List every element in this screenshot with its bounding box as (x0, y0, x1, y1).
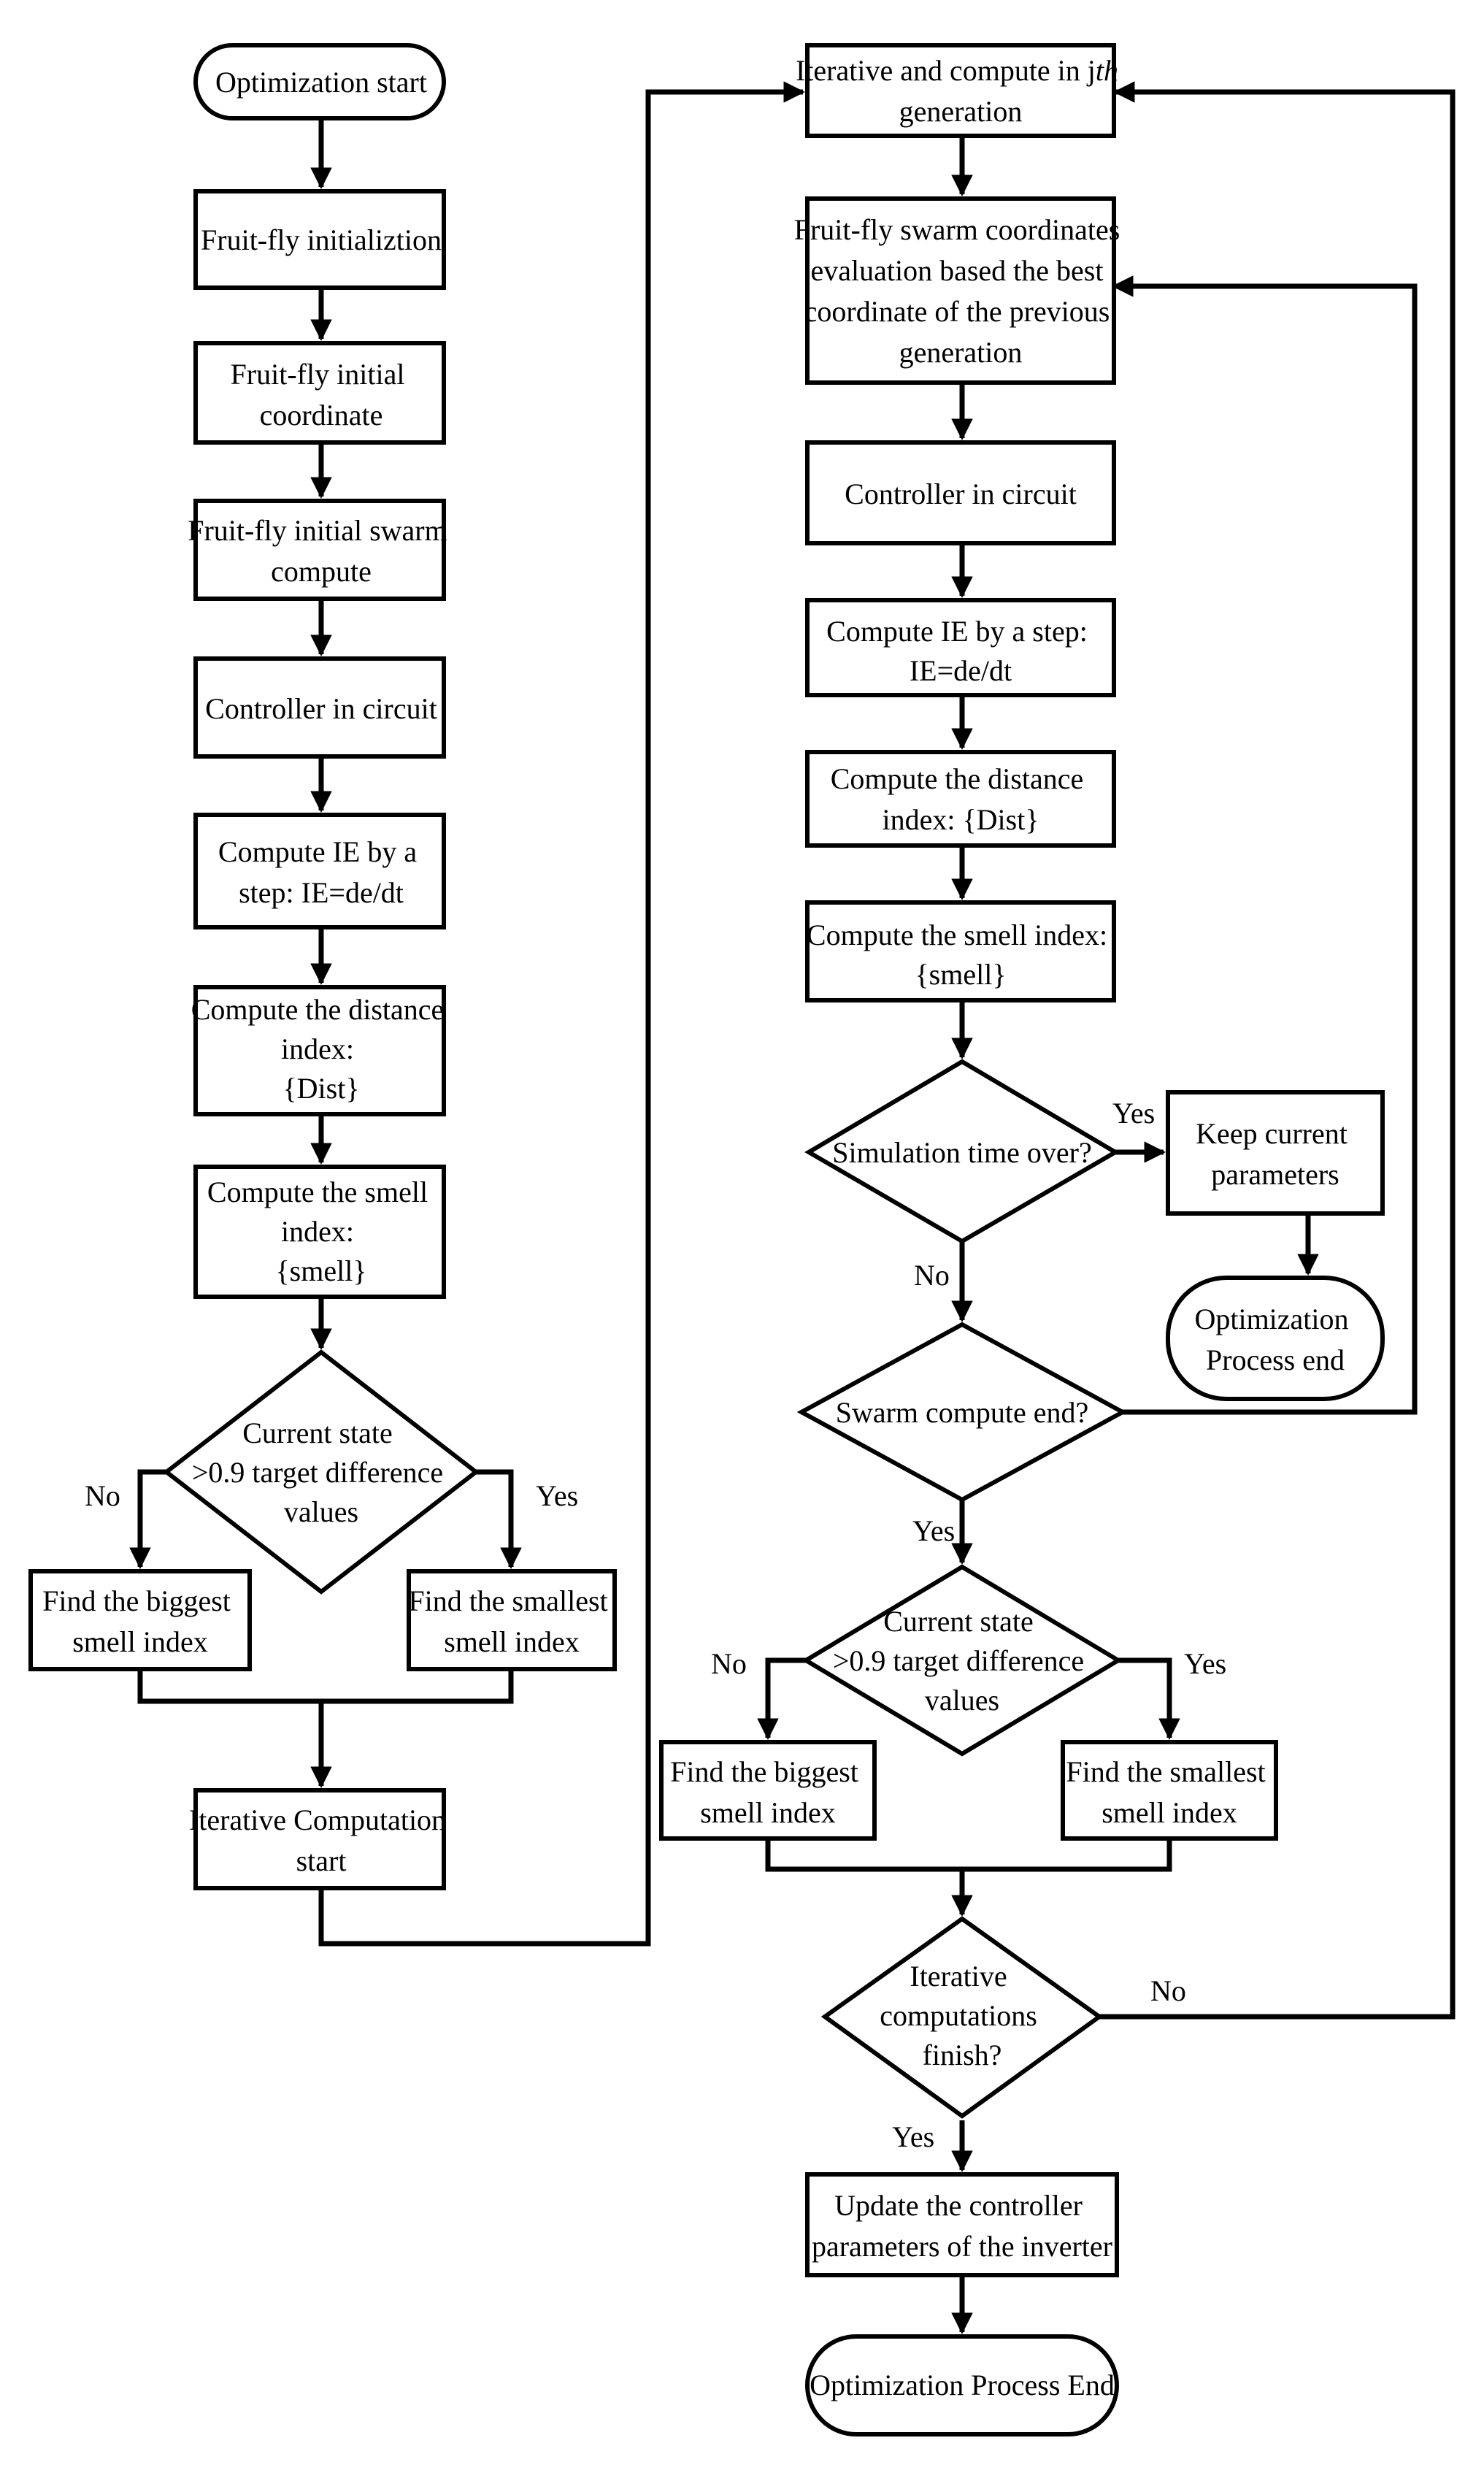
node-label: Current state >0.9 target difference val… (833, 1605, 1091, 1717)
node-fruit-fly-init: Fruit-fly initializtion (193, 189, 446, 290)
node-label: Compute the distance index: {Dist} (831, 762, 1091, 836)
node-find-biggest-left: Find the biggest smell index (28, 1569, 252, 1671)
node-label: Swarm compute end? (836, 1396, 1089, 1429)
node-keep-current-parameters: Keep current parameters (1166, 1090, 1385, 1216)
node-compute-ie-right: Compute IE by a step: IE=de/dt (805, 598, 1116, 697)
node-label: Compute the smell index: {smell} (807, 919, 1115, 991)
edge-iter-start-to-jth (318, 81, 805, 1947)
node-label: Compute the smell index: {smell} (207, 1176, 435, 1287)
node-label: Fruit-fly swarm coordinates evaluation b… (794, 213, 1128, 369)
edge-merge-right (765, 1839, 1172, 1872)
edge-cond-no (129, 1469, 166, 1569)
node-controller-in-circuit-right: Controller in circuit (805, 440, 1116, 545)
edge-cond-yes (476, 1469, 522, 1569)
label-finish-yes: Yes (892, 2120, 934, 2153)
label-left-yes: Yes (536, 1479, 578, 1512)
node-update-controller-parameters: Update the controller parameters of the … (805, 2172, 1119, 2277)
edge-swarm-end-no-loop (1112, 275, 1418, 1415)
node-current-state-decision-left: Current state >0.9 target difference val… (163, 1349, 480, 1595)
node-swarm-compute-end-decision: Swarm compute end? (796, 1322, 1128, 1503)
label-swarm-yes: Yes (912, 1514, 955, 1547)
edge-finish-no-loop (1099, 81, 1456, 2020)
node-label: Find the smallest smell index (408, 1584, 615, 1658)
node-label: Fruit-fly initial coordinate (231, 358, 412, 432)
node-label: Optimization Process End (810, 2369, 1115, 2401)
node-compute-smell-right: Compute the smell index: {smell} (805, 900, 1116, 1002)
node-find-biggest-right: Find the biggest smell index (659, 1740, 877, 1841)
node-optimization-process-end-small: Optimization Process end (1166, 1276, 1385, 1401)
edge-cond-r-yes (1118, 1657, 1180, 1740)
node-compute-smell-left: Compute the smell index: {smell} (193, 1165, 446, 1299)
label-right-no: No (711, 1647, 747, 1680)
node-swarm-coordinates-evaluation: Fruit-fly swarm coordinates evaluation b… (794, 196, 1128, 385)
node-label: Iterative and compute in jth generation (796, 54, 1126, 128)
node-label: Fruit-fly initial swarm compute (188, 514, 455, 588)
node-simulation-time-decision: Simulation time over? (804, 1059, 1120, 1244)
node-fruit-fly-initial-swarm: Fruit-fly initial swarm compute (188, 499, 455, 601)
edge-cond-r-no (757, 1657, 806, 1740)
node-label: Controller in circuit (205, 692, 437, 725)
label-finish-no: No (1150, 1974, 1186, 2007)
node-iterative-computation-start: Iterative Computation start (189, 1788, 453, 1890)
node-compute-distance-right: Compute the distance index: {Dist} (805, 750, 1116, 848)
node-iterative-computations-finish-decision: Iterative computations finish? (820, 1916, 1104, 2119)
node-label: Compute IE by a step: IE=de/dt (218, 835, 424, 909)
label-left-no: No (85, 1479, 120, 1512)
edge-labels: No Yes Yes No Yes No Yes No Yes (85, 1097, 1226, 2153)
node-label: Controller in circuit (845, 478, 1077, 510)
node-controller-in-circuit-left: Controller in circuit (193, 656, 446, 759)
node-label: Update the controller parameters of the … (812, 2189, 1112, 2263)
label-sim-no: No (914, 1259, 950, 1292)
edges (129, 81, 1456, 2334)
node-label: Optimization Process end (1194, 1303, 1356, 1376)
node-compute-distance-left: Compute the distance index: {Dist} (191, 985, 452, 1116)
node-optimization-process-end: Optimization Process End (805, 2334, 1119, 2436)
node-optimization-start: Optimization start (193, 43, 446, 120)
node-label: Find the smallest smell index (1066, 1755, 1272, 1829)
label-right-yes: Yes (1184, 1647, 1226, 1680)
node-label: Iterative Computation start (189, 1803, 453, 1877)
node-label: Keep current parameters (1196, 1117, 1355, 1191)
node-label: Current state >0.9 target difference val… (192, 1416, 450, 1528)
node-find-smallest-left: Find the smallest smell index (407, 1569, 617, 1671)
node-label: Fruit-fly initializtion (201, 223, 442, 256)
node-label: Optimization start (215, 66, 427, 99)
node-iterative-jth-generation: Iterative and compute in jth generation (796, 43, 1126, 138)
node-label: Compute the distance index: {Dist} (191, 993, 452, 1105)
label-sim-yes: Yes (1112, 1097, 1155, 1130)
node-current-state-decision-right: Current state >0.9 target difference val… (801, 1564, 1123, 1757)
node-label: Iterative computations finish? (880, 1960, 1045, 2071)
node-fruit-fly-initial-coordinate: Fruit-fly initial coordinate (193, 341, 446, 445)
node-compute-ie-left: Compute IE by a step: IE=de/dt (193, 813, 446, 929)
node-label: Simulation time over? (832, 1136, 1092, 1169)
node-label: Find the biggest smell index (42, 1584, 238, 1658)
node-label: Compute IE by a step: IE=de/dt (826, 615, 1095, 687)
node-label: Find the biggest smell index (670, 1755, 866, 1829)
node-find-smallest-right: Find the smallest smell index (1061, 1740, 1278, 1841)
edge-merge-left (137, 1669, 514, 1704)
